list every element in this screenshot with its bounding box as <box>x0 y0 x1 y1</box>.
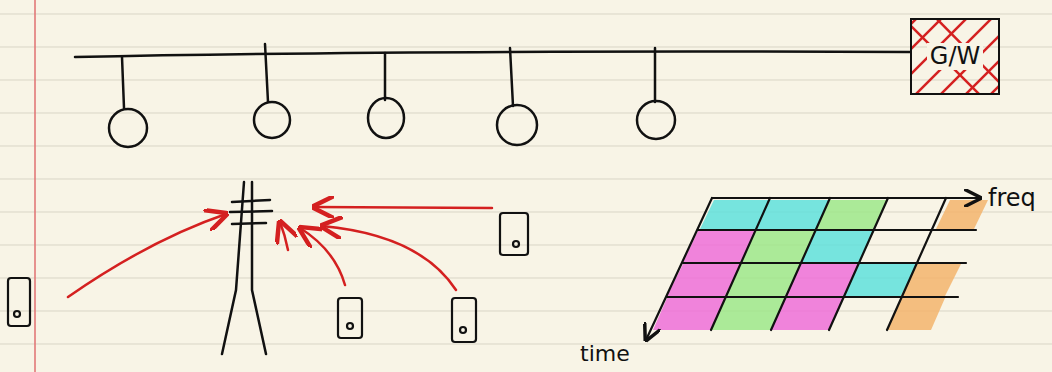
uplink-arrow <box>300 228 345 285</box>
grid-line <box>711 198 770 330</box>
uplink-arrow <box>280 222 288 250</box>
cell-tower <box>222 182 272 354</box>
gateway-box: G/W <box>910 18 1000 95</box>
station-circle <box>637 101 675 139</box>
phone-icon <box>500 213 528 255</box>
tower-leg <box>252 182 266 354</box>
drop-line <box>654 48 657 102</box>
tower-crossbar <box>232 200 270 202</box>
ruled-line <box>0 113 1052 114</box>
ruled-line <box>0 344 1052 345</box>
hatch-line <box>910 18 1000 95</box>
grid-line <box>771 198 830 330</box>
station-circle <box>368 98 404 138</box>
station-circle <box>254 102 290 138</box>
ruled-line <box>0 47 1052 48</box>
bus-network <box>75 44 910 147</box>
node-label: G/W <box>927 43 983 69</box>
tower-leg <box>222 182 244 354</box>
ruled-line <box>0 179 1052 180</box>
grid-lines <box>646 198 980 340</box>
uplink-arrows <box>68 207 492 297</box>
drop-line <box>265 44 268 102</box>
grid-line <box>667 296 958 298</box>
tower-crossbar <box>232 223 266 224</box>
hatch-line <box>925 25 1000 95</box>
station-circle <box>109 109 147 147</box>
freq-axis <box>712 197 980 199</box>
axis-label: time <box>580 342 630 366</box>
uplink-arrow <box>68 214 226 297</box>
uplink-arrow <box>314 207 492 208</box>
ruled-lines <box>0 14 1052 344</box>
bus-line <box>75 52 910 57</box>
station-circle <box>497 105 537 145</box>
phone-button <box>347 323 353 329</box>
gateway-hatching <box>910 18 1000 95</box>
grid-cell <box>801 231 874 262</box>
time-axis <box>646 198 712 340</box>
phone-button <box>460 327 466 333</box>
uplink-arrow <box>322 226 456 290</box>
phone-icon <box>452 298 476 342</box>
resource-grid <box>646 198 988 340</box>
grid-line <box>683 262 966 264</box>
grid-line <box>887 198 946 330</box>
drop-line <box>122 57 124 108</box>
ruled-line <box>0 14 1052 15</box>
ruled-line <box>0 146 1052 147</box>
drop-line <box>510 48 513 106</box>
phone-button <box>14 311 20 317</box>
grid-line <box>698 229 976 231</box>
tower-crossbar <box>230 211 272 212</box>
grid-cell <box>887 298 945 330</box>
grid-line <box>829 198 888 330</box>
margin-line <box>34 0 36 372</box>
axis-label: freq <box>988 185 1036 211</box>
phones <box>8 213 528 342</box>
drop-line <box>384 53 387 100</box>
phone-button <box>513 241 519 247</box>
phone-icon <box>338 298 362 338</box>
ruled-line <box>0 245 1052 246</box>
ruled-line <box>0 80 1052 81</box>
phone-icon <box>8 278 30 326</box>
